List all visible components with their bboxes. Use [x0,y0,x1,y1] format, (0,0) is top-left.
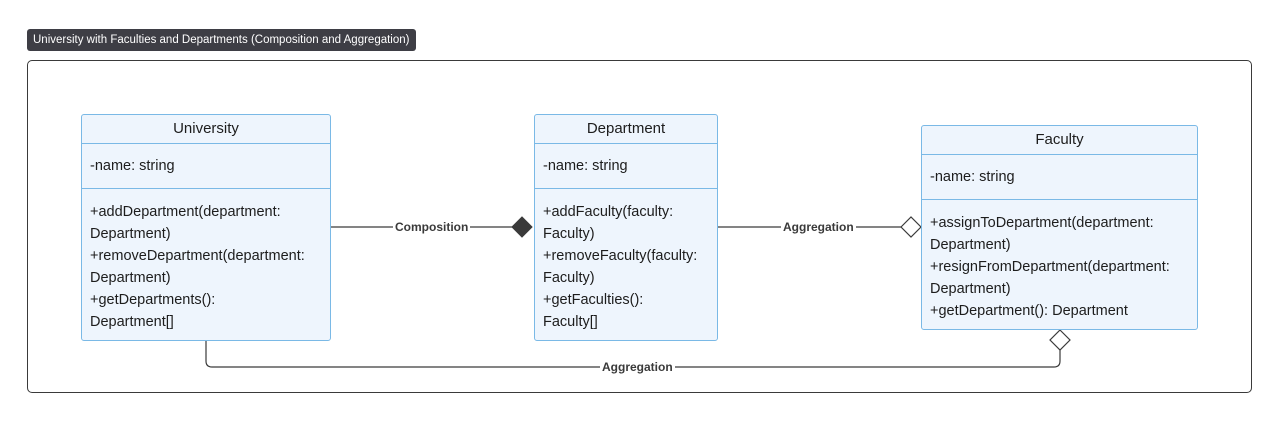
class-university[interactable]: University -name: string +addDepartment(… [81,114,331,341]
operation-line: Department) [930,281,1011,297]
class-attribute: -name: string [535,144,717,189]
class-operations: +addDepartment(department: Department) +… [82,189,330,333]
class-operations: +assignToDepartment(department: Departme… [922,200,1197,322]
operation-line: Faculty) [543,226,595,242]
operation-line: +addFaculty(faculty: [543,204,674,220]
class-attribute: -name: string [82,144,330,189]
operation-line: +getDepartment(): Department [930,303,1128,319]
operation-line: +getDepartments(): [90,292,216,308]
operation-line: Department) [90,226,171,242]
aggregation-diamond-icon-bottom [1049,329,1071,351]
class-attribute: -name: string [922,155,1197,200]
operation-line: Faculty) [543,270,595,286]
operation-line: Department) [930,237,1011,253]
class-department[interactable]: Department -name: string +addFaculty(fac… [534,114,718,341]
aggregation-label-university-faculty: Aggregation [600,360,675,374]
operation-line: +addDepartment(department: [90,204,281,220]
operation-line: Faculty[] [543,314,598,330]
operation-line: +removeDepartment(department: [90,248,305,264]
aggregation-label-department-faculty: Aggregation [781,220,856,234]
diagram-title: University with Faculties and Department… [27,29,416,51]
operation-line: +assignToDepartment(department: [930,215,1154,231]
composition-label: Composition [393,220,471,234]
class-operations: +addFaculty(faculty: Faculty) +removeFac… [535,189,717,333]
operation-line: +resignFromDepartment(department: [930,259,1170,275]
class-name: Faculty [922,126,1197,155]
operation-line: Department[] [90,314,174,330]
diagram-frame [27,60,1252,393]
class-name: Department [535,115,717,144]
class-faculty[interactable]: Faculty -name: string +assignToDepartmen… [921,125,1198,330]
class-name: University [82,115,330,144]
aggregation-diamond-icon-right [900,216,922,238]
operation-line: +removeFaculty(faculty: [543,248,698,264]
operation-line: +getFaculties(): [543,292,644,308]
operation-line: Department) [90,270,171,286]
composition-diamond-icon [511,216,533,238]
